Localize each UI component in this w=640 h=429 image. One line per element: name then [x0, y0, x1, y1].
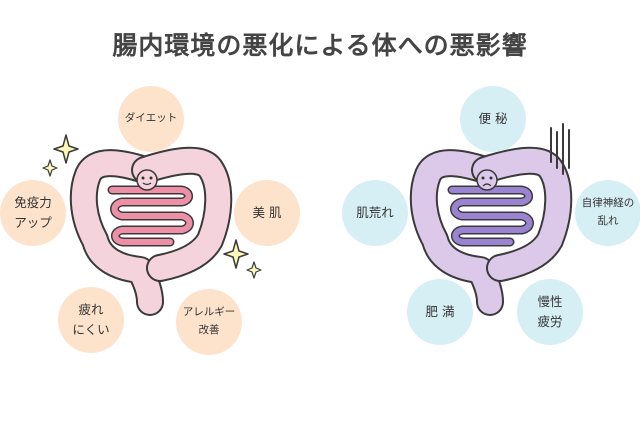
- benefit-fatigue: 疲れ にくい: [58, 287, 124, 353]
- harm-constipation: 便 秘: [460, 86, 526, 152]
- healthy-intestine-illustration: [42, 134, 262, 316]
- page-title: 腸内環境の悪化による体への悪影響: [112, 31, 528, 60]
- harm-chronic-fatigue: 慢性 疲労: [517, 279, 583, 345]
- benefit-allergy: アレルギー 改善: [176, 289, 242, 355]
- benefit-immunity: 免疫力 アップ: [0, 180, 66, 246]
- harm-obesity: 肥 満: [407, 279, 473, 345]
- benefit-diet: ダイエット: [118, 86, 184, 152]
- harm-autonomic: 自律神経の 乱れ: [575, 180, 640, 246]
- benefit-skin: 美 肌: [234, 180, 300, 246]
- harm-rough-skin: 肌荒れ: [342, 180, 408, 246]
- unhealthy-intestine-illustration: [409, 123, 573, 316]
